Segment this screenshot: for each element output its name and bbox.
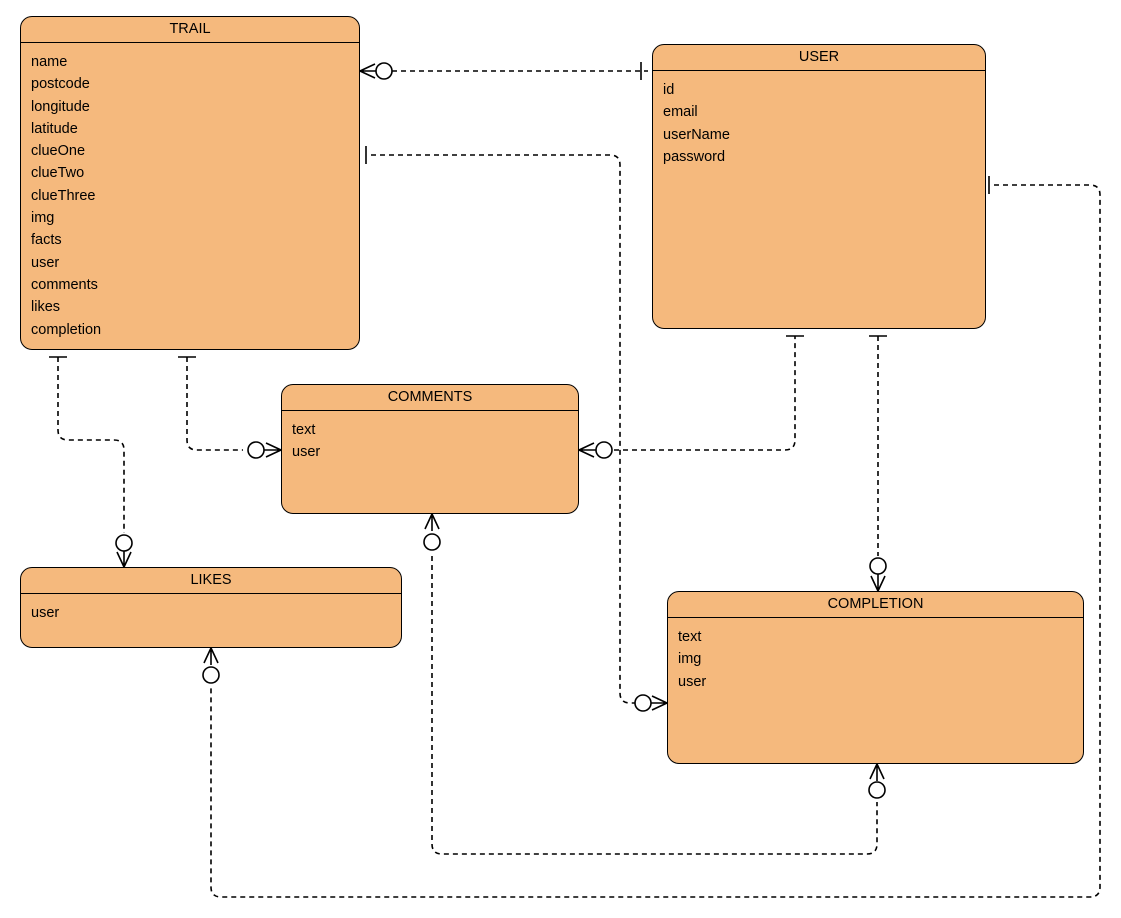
entity-attribute: longitude [31,98,90,115]
entity-attribute: user [31,605,60,621]
entity-attribute: completion [31,321,102,338]
entity-attribute: comments [31,276,98,293]
entity-attribute: postcode [31,76,90,93]
entity-trail[interactable]: TRAIL name postcode longitude latitude clueO… [20,16,360,350]
relationship-line-trail-comments [186,357,243,451]
entity-attribute: user [31,254,60,271]
entity-attribute: likes [31,299,61,316]
entity-attribute: user [678,673,707,690]
entity-attribute: text [292,422,316,438]
cardinality-zero-or-many-completion-comments [868,763,886,799]
entity-title-user: USER [653,45,985,71]
entity-user[interactable]: USER id email userName password [652,44,986,329]
entity-attribute: clueOne [31,143,86,160]
entity-title-comments: COMMENTS [282,385,578,411]
entity-title-completion: COMPLETION [668,592,1083,618]
cardinality-zero-or-many-trail-user [359,62,393,80]
entity-title-likes: LIKES [21,568,401,594]
cardinality-zero-or-many-completion-trail [634,694,668,712]
entity-attribute: text [678,629,702,645]
relationship-line-trail-likes [57,357,125,533]
entity-attribute: latitude [31,120,78,137]
entity-attributes-completion: text img user [668,618,1083,693]
cardinality-zero-or-many-likes-trail [115,534,133,568]
entity-attribute: user [292,444,321,461]
entity-attributes-user: id email userName password [653,71,985,168]
entity-attribute: facts [31,232,62,249]
entity-completion[interactable]: COMPLETION text img user [667,591,1084,764]
cardinality-zero-or-many-comments-user [578,441,613,459]
entity-title-trail: TRAIL [21,17,359,43]
entity-attribute: img [678,651,702,668]
entity-attribute: img [31,210,55,227]
entity-attribute: email [663,104,698,121]
entity-attribute: clueThree [31,187,96,204]
entity-attributes-trail: name postcode longitude latitude clueOne clue… [21,43,359,341]
cardinality-zero-or-many-likes-user [202,647,220,684]
entity-attributes-likes: user [21,594,401,624]
entity-attribute: userName [663,126,730,143]
entity-comments[interactable]: COMMENTS text user [281,384,579,514]
entity-likes[interactable]: LIKES user [20,567,402,648]
cardinality-zero-or-many-comments-completion [423,513,441,551]
entity-attribute: password [663,148,726,165]
cardinality-zero-or-many-completion-user [869,557,887,592]
entity-attribute: clueTwo [31,165,85,182]
cardinality-zero-or-many-comments-trail [247,441,282,459]
entity-attribute: name [31,54,68,70]
relationship-line-user-comments [614,336,796,451]
entity-attribute: id [663,82,675,98]
entity-attributes-comments: text user [282,411,578,464]
